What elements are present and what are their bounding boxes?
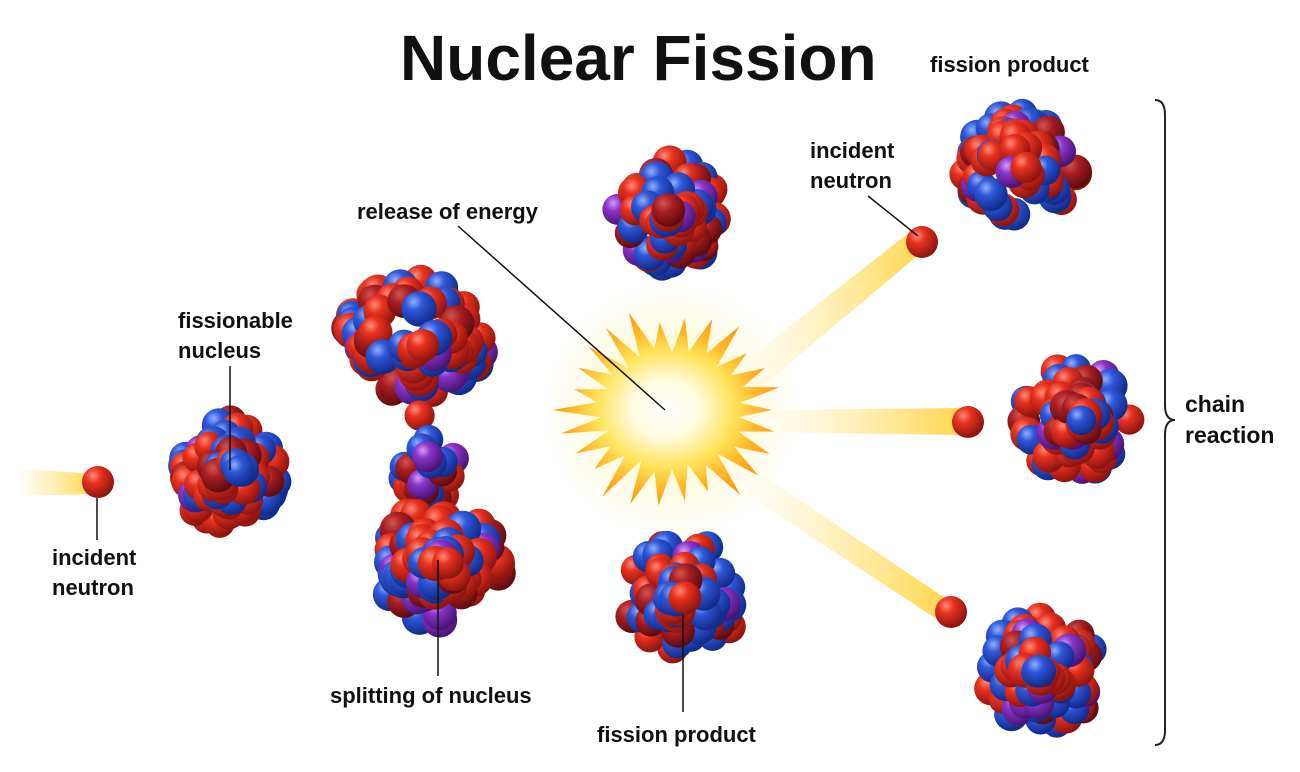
nucleon bbox=[404, 400, 435, 431]
nucleon bbox=[412, 441, 443, 473]
chain-nucleus-middle bbox=[1007, 354, 1145, 484]
label-fissionable-nucleus-line2: nucleus bbox=[178, 338, 261, 363]
released-neutron-middle bbox=[952, 406, 984, 438]
label-fission-product-bottom: fission product bbox=[597, 722, 757, 747]
label-chain-reaction-line1: chain bbox=[1185, 391, 1245, 417]
beam-lower bbox=[740, 470, 945, 618]
label-fission-product-top: fission product bbox=[930, 52, 1090, 77]
label-chain-reaction-line2: reaction bbox=[1185, 422, 1274, 448]
label-fissionable-nucleus-line1: fissionable bbox=[178, 308, 293, 333]
nucleon bbox=[974, 177, 1008, 212]
label-splitting-of-nucleus: splitting of nucleus bbox=[330, 683, 532, 708]
page-title: Nuclear Fission bbox=[400, 22, 877, 94]
chain-reaction-bracket bbox=[1154, 99, 1176, 746]
nucleon bbox=[406, 329, 440, 362]
label-release-of-energy: release of energy bbox=[357, 199, 539, 224]
beam-left-incident bbox=[15, 468, 92, 496]
nucleon bbox=[223, 455, 255, 487]
beam-middle bbox=[760, 408, 960, 435]
label-incident-neutron-left-line2: neutron bbox=[52, 575, 134, 600]
nucleon bbox=[1066, 405, 1097, 436]
leader-lines bbox=[96, 195, 919, 712]
label-incident-neutron-left-line1: incident bbox=[52, 545, 137, 570]
splitting-nucleus-neck bbox=[388, 400, 469, 519]
nucleon bbox=[668, 581, 702, 615]
nucleon bbox=[1023, 654, 1057, 688]
nucleon bbox=[1010, 151, 1042, 183]
fission-product-upper bbox=[602, 145, 731, 281]
splitting-nucleus-top bbox=[331, 264, 498, 407]
energy-burst bbox=[542, 280, 802, 540]
leader-release-of-energy bbox=[457, 225, 666, 411]
released-neutron-lower bbox=[935, 596, 967, 628]
nucleon bbox=[432, 547, 464, 579]
nucleon bbox=[651, 193, 686, 227]
incident-neutron-left bbox=[82, 466, 114, 498]
free-neutrons bbox=[82, 226, 984, 628]
nucleon bbox=[401, 291, 437, 327]
leader-incident-neutron-right bbox=[867, 195, 919, 237]
label-incident-neutron-right-line2: neutron bbox=[810, 168, 892, 193]
label-incident-neutron-right-line1: incident bbox=[810, 138, 895, 163]
chain-nucleus-top bbox=[949, 98, 1093, 231]
nuclei bbox=[168, 98, 1145, 738]
splitting-nucleus-bottom bbox=[372, 498, 516, 638]
fissionable-nucleus bbox=[168, 405, 292, 538]
chain-nucleus-bottom bbox=[974, 602, 1107, 738]
fission-product-lower bbox=[615, 530, 747, 664]
incident-neutron-right bbox=[906, 226, 938, 258]
